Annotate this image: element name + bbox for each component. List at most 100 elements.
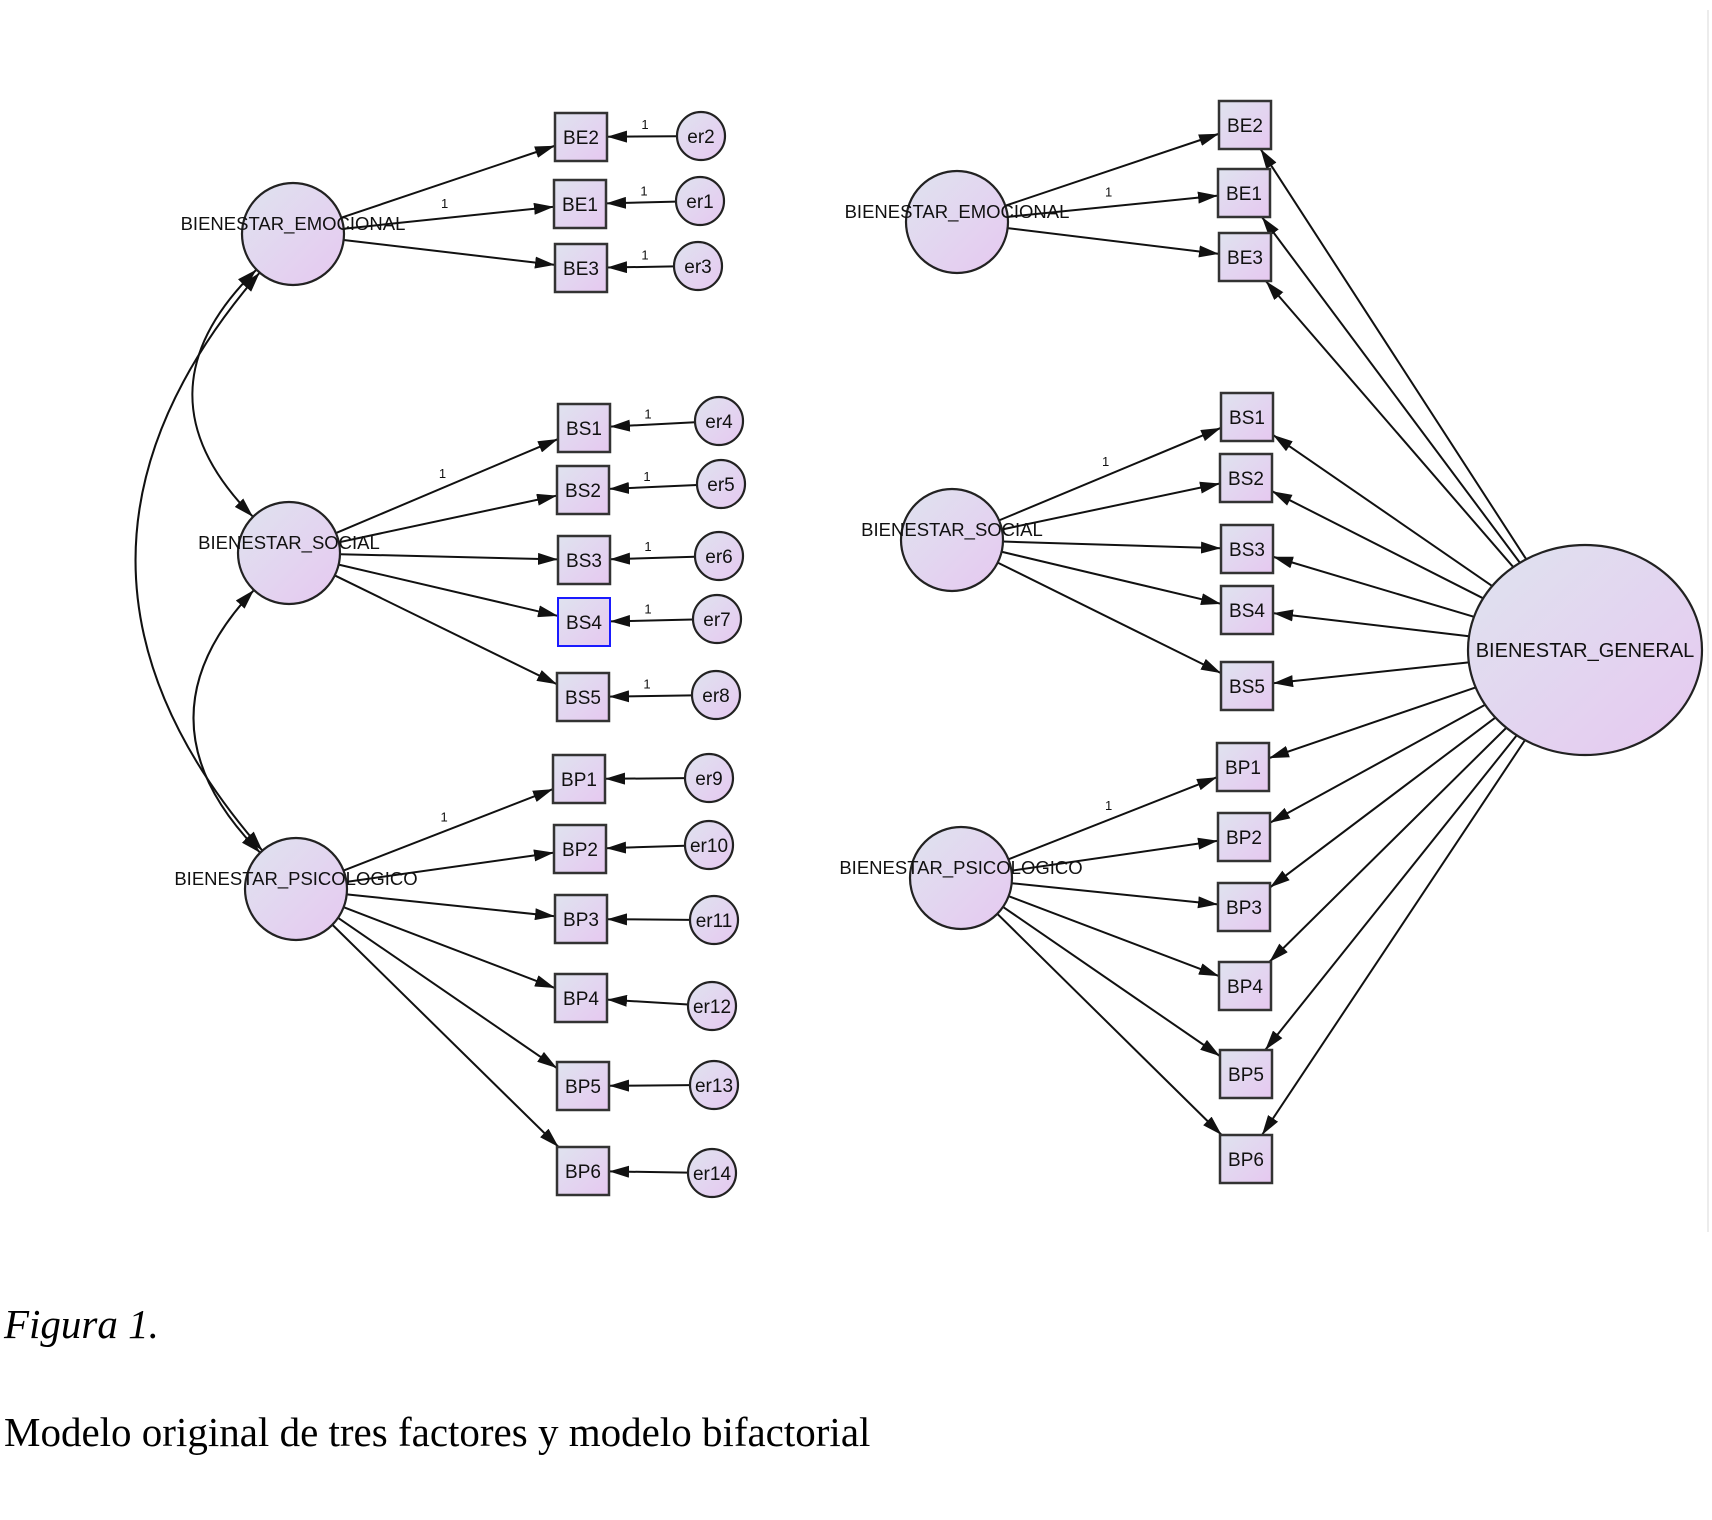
specific-factor-bienestar_social[interactable] xyxy=(899,487,1005,593)
error-term-er3[interactable] xyxy=(672,240,724,292)
indicator-box-bp3[interactable] xyxy=(553,893,609,945)
specific-loading-bs4[interactable] xyxy=(1001,550,1222,606)
indicator-box-bs1[interactable] xyxy=(1219,391,1275,443)
indicator-box-bs2[interactable] xyxy=(555,464,611,516)
indicator-box-be3[interactable] xyxy=(553,242,609,294)
indicator-box-bs3[interactable] xyxy=(556,534,612,586)
latent-factor-bienestar_emocional[interactable] xyxy=(240,181,346,287)
error-path-er8[interactable] xyxy=(608,690,693,703)
error-term-er2[interactable] xyxy=(675,110,727,162)
error-term-er8[interactable] xyxy=(690,669,742,721)
covariance-emocional-social[interactable] xyxy=(191,268,258,518)
error-term-er1[interactable] xyxy=(674,175,726,227)
covariance-emocional-psicologico[interactable] xyxy=(134,271,264,852)
specific-loading-bs5[interactable] xyxy=(997,561,1222,675)
indicator-box-bs2[interactable] xyxy=(1218,452,1274,504)
error-term-er6[interactable] xyxy=(693,530,745,582)
error-path-er1[interactable] xyxy=(605,196,677,209)
error-term-er4[interactable] xyxy=(693,395,745,447)
loading-path-be2[interactable] xyxy=(341,144,556,219)
error-term-er5[interactable] xyxy=(695,458,747,510)
latent-factor-bienestar_psicologico[interactable] xyxy=(243,836,349,942)
error-path-er14[interactable] xyxy=(608,1165,689,1178)
loading-path-bp5[interactable] xyxy=(337,917,558,1069)
specific-loading-bs1[interactable] xyxy=(998,426,1222,522)
loading-path-bp4[interactable] xyxy=(343,906,556,989)
indicator-box-bs4[interactable] xyxy=(557,597,611,647)
indicator-box-bs1[interactable] xyxy=(556,402,612,454)
indicator-box-be1[interactable] xyxy=(552,178,608,230)
loading-path-bp1[interactable] xyxy=(343,788,554,872)
indicator-box-bp4[interactable] xyxy=(553,972,609,1024)
general-loading-bs2[interactable] xyxy=(1271,490,1484,600)
specific-loading-bs2[interactable] xyxy=(1001,481,1221,531)
general-loading-be2[interactable] xyxy=(1259,148,1528,560)
loading-path-bp6[interactable] xyxy=(331,924,560,1148)
indicator-box-bp6[interactable] xyxy=(555,1145,611,1197)
indicator-box-bs3[interactable] xyxy=(1219,523,1275,575)
specific-loading-bp6[interactable] xyxy=(996,913,1223,1136)
specific-loading-be1[interactable] xyxy=(1007,191,1219,218)
indicator-box-bs4[interactable] xyxy=(1219,584,1275,636)
indicator-box-bp4[interactable] xyxy=(1217,960,1273,1012)
general-loading-bs1[interactable] xyxy=(1272,434,1493,587)
specific-loading-bp5[interactable] xyxy=(1002,906,1221,1057)
general-loading-be1[interactable] xyxy=(1261,216,1521,564)
error-path-er9[interactable] xyxy=(604,772,686,785)
general-loading-bp5[interactable] xyxy=(1264,734,1518,1051)
error-term-er12[interactable] xyxy=(686,980,738,1032)
specific-loading-be2[interactable] xyxy=(1005,132,1220,207)
general-loading-bp1[interactable] xyxy=(1268,686,1476,760)
loading-path-bp3[interactable] xyxy=(346,893,556,921)
error-path-er2[interactable] xyxy=(606,130,678,143)
error-path-er13[interactable] xyxy=(608,1079,691,1092)
loading-path-bs5[interactable] xyxy=(334,574,558,686)
indicator-box-be2[interactable] xyxy=(1217,99,1273,151)
covariance-social-psicologico[interactable] xyxy=(192,589,261,854)
error-path-er4[interactable] xyxy=(609,419,696,432)
loading-path-be3[interactable] xyxy=(343,238,556,269)
indicator-box-bp5[interactable] xyxy=(555,1060,611,1112)
error-term-er13[interactable] xyxy=(688,1059,740,1111)
loading-path-bs4[interactable] xyxy=(338,563,559,618)
error-term-er7[interactable] xyxy=(691,593,743,645)
error-path-er3[interactable] xyxy=(606,261,675,274)
general-loading-bp6[interactable] xyxy=(1261,739,1526,1136)
specific-factor-bienestar_emocional[interactable] xyxy=(904,169,1010,275)
specific-loading-bp1[interactable] xyxy=(1008,776,1218,861)
specific-loading-bp2[interactable] xyxy=(1011,837,1219,872)
error-path-er10[interactable] xyxy=(605,841,686,854)
general-loading-bp2[interactable] xyxy=(1269,703,1486,824)
general-factor[interactable] xyxy=(1466,543,1704,757)
loading-path-bs3[interactable] xyxy=(339,552,559,565)
error-term-er11[interactable] xyxy=(688,894,740,946)
indicator-box-be3[interactable] xyxy=(1217,231,1273,283)
indicator-box-bp6[interactable] xyxy=(1218,1133,1274,1185)
indicator-box-bp1[interactable] xyxy=(551,753,607,805)
general-loading-be3[interactable] xyxy=(1265,280,1515,568)
indicator-box-bp2[interactable] xyxy=(1216,811,1272,863)
indicator-box-bp5[interactable] xyxy=(1218,1048,1274,1100)
specific-loading-bp3[interactable] xyxy=(1011,882,1219,909)
error-path-er11[interactable] xyxy=(606,913,691,926)
indicator-box-be2[interactable] xyxy=(553,111,609,163)
indicator-box-be1[interactable] xyxy=(1216,167,1272,219)
specific-factor-bienestar_psicologico[interactable] xyxy=(908,825,1014,931)
indicator-box-bp3[interactable] xyxy=(1216,881,1272,933)
error-term-er9[interactable] xyxy=(683,752,735,804)
specific-loading-bp4[interactable] xyxy=(1008,895,1220,978)
indicator-box-bp1[interactable] xyxy=(1215,741,1271,793)
general-loading-bs4[interactable] xyxy=(1272,609,1470,638)
indicator-box-bs5[interactable] xyxy=(1219,660,1275,712)
error-path-er12[interactable] xyxy=(606,994,689,1007)
loading-path-bs2[interactable] xyxy=(338,493,558,544)
indicator-box-bs5[interactable] xyxy=(555,671,611,723)
latent-factor-bienestar_social[interactable] xyxy=(236,500,342,606)
error-path-er7[interactable] xyxy=(609,614,694,627)
general-loading-bs5[interactable] xyxy=(1272,661,1469,688)
general-loading-bs3[interactable] xyxy=(1272,555,1475,618)
specific-loading-be3[interactable] xyxy=(1007,227,1220,258)
general-loading-bp3[interactable] xyxy=(1269,716,1497,889)
indicator-box-bp2[interactable] xyxy=(552,823,608,875)
error-term-er10[interactable] xyxy=(683,819,735,871)
